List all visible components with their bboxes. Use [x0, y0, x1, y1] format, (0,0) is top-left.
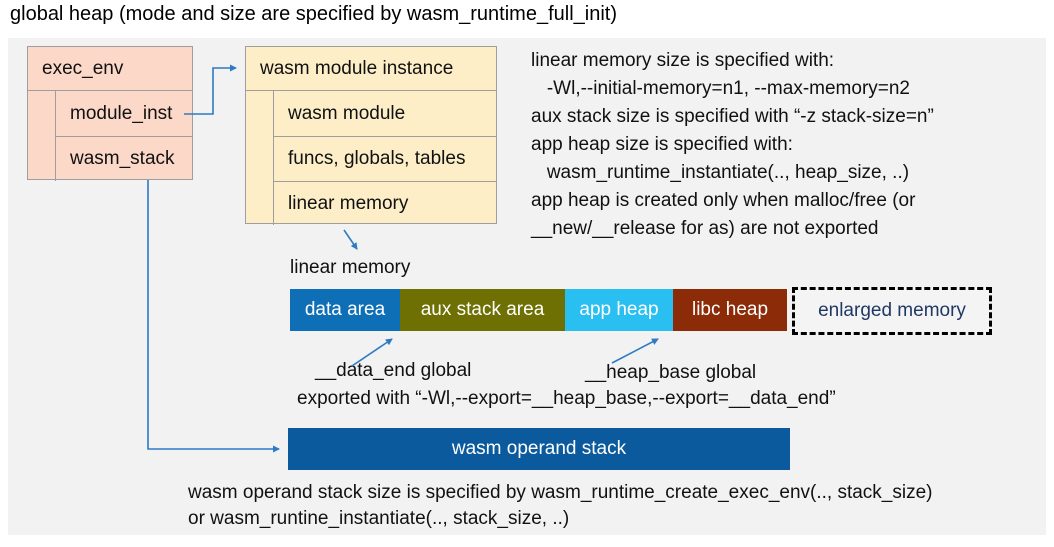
note-line: -Wl,--initial-memory=n1, --max-memory=n2 [531, 78, 910, 99]
linear-memory-bar: data area aux stack area app heap libc h… [290, 289, 787, 331]
note-line: app heap size is specified with: [531, 134, 793, 155]
module-instance-row-wasm-module: wasm module [273, 91, 496, 136]
module-instance-row-funcs-globals-tables: funcs, globals, tables [273, 136, 496, 181]
linear-memory-label: linear memory [290, 257, 411, 278]
exec-env-box: exec_env module_inst wasm_stack [27, 46, 193, 181]
notes-operand-stack-size: wasm operand stack size is specified by … [188, 480, 933, 532]
note-line: app heap is created only when malloc/fre… [531, 190, 916, 211]
enlarged-memory-box: enlarged memory [792, 287, 992, 335]
operand-stack-bar: wasm operand stack [288, 428, 790, 470]
segment-aux-stack-area: aux stack area [400, 289, 565, 331]
notes-linear-memory-sizes: linear memory size is specified with: -W… [531, 47, 934, 243]
module-instance-row-linear-memory: linear memory [273, 181, 496, 225]
module-instance-header: wasm module instance [246, 47, 496, 91]
diagram-title: global heap (mode and size are specified… [10, 3, 617, 25]
exec-env-row-wasm-stack: wasm_stack [55, 136, 192, 181]
annotation-heap-base-global: __heap_base global [585, 362, 757, 383]
exec-env-header: exec_env [28, 47, 192, 91]
note-line: linear memory size is specified with: [531, 50, 835, 71]
note-line: wasm_runtime_instantiate(.., heap_size, … [531, 162, 910, 183]
note-line: wasm operand stack size is specified by … [188, 482, 933, 503]
annotation-data-end-global: __data_end global [315, 360, 472, 381]
note-line: aux stack size is specified with “-z sta… [531, 106, 934, 127]
segment-app-heap: app heap [565, 289, 673, 331]
module-instance-box: wasm module instance wasm module funcs, … [245, 46, 497, 225]
note-line: or wasm_runtine_instantiate(.., stack_si… [188, 508, 570, 529]
segment-data-area: data area [290, 289, 400, 331]
exec-env-row-module-inst: module_inst [55, 91, 192, 136]
segment-libc-heap: libc heap [673, 289, 787, 331]
annotation-exported-with: exported with “-Wl,--export=__heap_base,… [297, 388, 836, 409]
note-line: __new/__release for as) are not exported [531, 218, 879, 239]
